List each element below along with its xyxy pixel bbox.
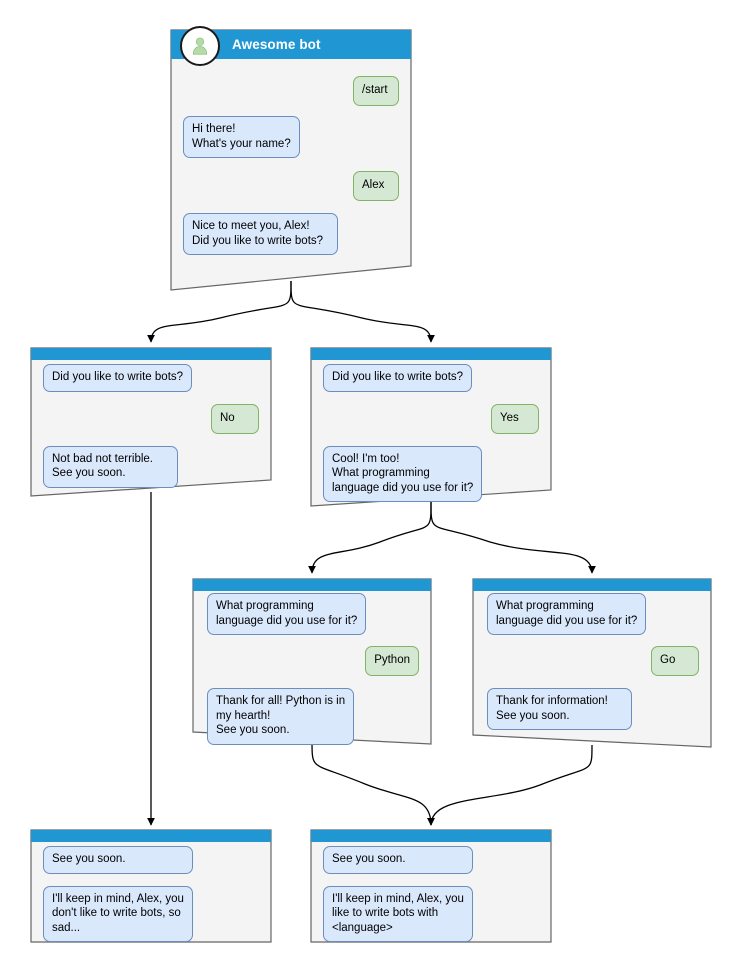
bot-message-bubble[interactable]: See you soon. [43, 846, 193, 874]
message-row: Did you like to write bots? [311, 364, 551, 392]
user-message-bubble[interactable]: Yes [491, 403, 539, 434]
bot-message-bubble[interactable]: What programming language did you use fo… [487, 593, 647, 635]
bot-message-bubble[interactable]: Thank for all! Python is in my hearth! S… [207, 688, 355, 745]
user-avatar-icon [180, 25, 220, 66]
root-window-title: Awesome bot [232, 37, 321, 52]
user-message-bubble[interactable]: Alex [353, 171, 399, 201]
message-row: See you soon. [311, 846, 551, 874]
node-root[interactable]: Awesome bot /start Hi there! What's your… [165, 25, 417, 298]
bot-message-bubble[interactable]: See you soon. [323, 846, 473, 874]
user-message-bubble[interactable]: Python [365, 646, 419, 676]
edge-yes-to-python [308, 501, 432, 574]
bot-message-bubble[interactable]: I'll keep in mind, Alex, you don't like … [43, 885, 193, 942]
message-row: /start [171, 76, 411, 106]
python-branch-message-list: What programming language did you use fo… [201, 593, 431, 745]
bot-message-bubble[interactable]: Did you like to write bots? [323, 364, 473, 392]
message-row: Thank for information! See you soon. [481, 688, 711, 730]
bot-message-bubble[interactable]: Thank for information! See you soon. [487, 688, 632, 730]
message-row: No [31, 403, 271, 434]
node-go-branch[interactable]: What programming language did you use fo… [468, 575, 716, 753]
message-row: Cool! I'm too! What programming language… [311, 445, 551, 502]
node-python-branch[interactable]: What programming language did you use fo… [188, 575, 436, 750]
message-row: See you soon. [31, 846, 271, 874]
end-no-message-list: See you soon. I'll keep in mind, Alex, y… [31, 844, 271, 942]
message-row: Yes [311, 403, 551, 434]
message-row: What programming language did you use fo… [481, 593, 711, 635]
go-branch-message-list: What programming language did you use fo… [481, 593, 711, 730]
message-row: Hi there! What's your name? [171, 116, 411, 158]
yes-branch-message-list: Did you like to write bots? Yes Cool! I'… [311, 362, 551, 502]
node-end-yes[interactable]: See you soon. I'll keep in mind, Alex, y… [306, 826, 556, 946]
edge-go-to-end [427, 744, 593, 826]
bot-message-bubble[interactable]: Not bad not terrible. See you soon. [43, 445, 178, 488]
message-row: Did you like to write bots? [31, 364, 271, 392]
bot-message-bubble[interactable]: Did you like to write bots? [43, 364, 193, 392]
message-row: What programming language did you use fo… [201, 593, 431, 635]
node-title-bar [31, 348, 271, 360]
node-no-branch[interactable]: Did you like to write bots? No Not bad n… [26, 344, 276, 502]
bot-message-bubble[interactable]: Hi there! What's your name? [183, 116, 300, 158]
message-row: Thank for all! Python is in my hearth! S… [201, 688, 431, 745]
root-message-list: /start Hi there! What's your name? Alex … [171, 66, 411, 255]
bot-message-bubble[interactable]: Cool! I'm too! What programming language… [323, 445, 483, 502]
message-row: I'll keep in mind, Alex, you like to wri… [311, 885, 551, 942]
message-row: Nice to meet you, Alex! Did you like to … [171, 213, 411, 255]
node-yes-branch[interactable]: Did you like to write bots? Yes Cool! I'… [306, 344, 556, 512]
user-message-bubble[interactable]: /start [353, 76, 399, 106]
bot-message-bubble[interactable]: What programming language did you use fo… [207, 593, 367, 635]
edge-python-to-end [311, 740, 435, 826]
message-row: Not bad not terrible. See you soon. [31, 445, 271, 488]
node-end-no[interactable]: See you soon. I'll keep in mind, Alex, y… [26, 826, 276, 946]
message-row: Python [201, 646, 431, 676]
root-window-header: Awesome bot [171, 25, 411, 66]
edge-yes-to-go [430, 501, 596, 574]
message-row: Go [481, 646, 711, 676]
end-yes-message-list: See you soon. I'll keep in mind, Alex, y… [311, 844, 551, 942]
user-message-bubble[interactable]: Go [651, 646, 699, 676]
bot-message-bubble[interactable]: I'll keep in mind, Alex, you like to wri… [323, 885, 473, 942]
user-message-bubble[interactable]: No [211, 403, 259, 434]
message-row: I'll keep in mind, Alex, you don't like … [31, 885, 271, 942]
message-row: Alex [171, 171, 411, 201]
no-branch-message-list: Did you like to write bots? No Not bad n… [31, 362, 271, 488]
bot-message-bubble[interactable]: Nice to meet you, Alex! Did you like to … [183, 213, 338, 255]
